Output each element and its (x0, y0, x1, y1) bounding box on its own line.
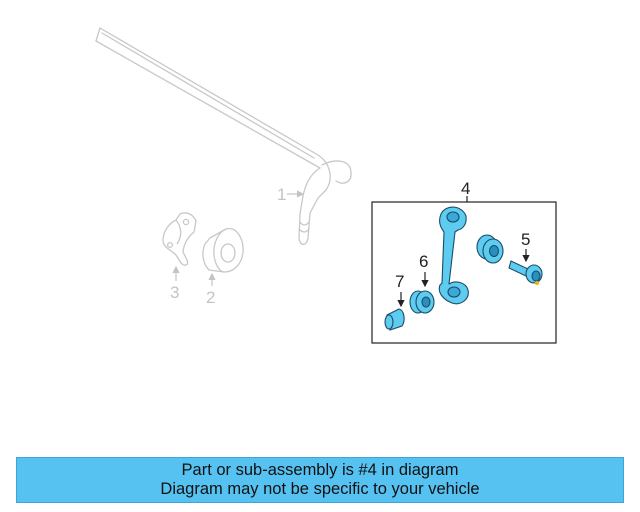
callout-group-7: 7 (395, 272, 405, 308)
callout-7-label: 7 (395, 272, 404, 291)
callout-4-label: 4 (461, 179, 470, 198)
banner-line-2: Diagram may not be specific to your vehi… (160, 480, 480, 498)
callout-1-label: 1 (277, 185, 286, 204)
stabilizer-link (438, 206, 469, 305)
stabilizer-bar (95, 27, 352, 246)
link-bushing-lower (409, 290, 435, 314)
assembly-box: 4 (371, 179, 557, 344)
callout-6-label: 6 (419, 252, 428, 271)
callout-2-label: 2 (206, 288, 215, 307)
link-bushing-upper (476, 234, 504, 264)
bracket (162, 212, 197, 266)
callout-5-label: 5 (521, 230, 530, 249)
callout-3-label: 3 (170, 283, 179, 302)
callout-group-6: 6 (419, 252, 429, 288)
link-sleeve (384, 308, 405, 331)
info-banner: Part or sub-assembly is #4 in diagram Di… (16, 457, 624, 503)
callout-group-5: 5 (521, 230, 530, 263)
link-bolt (508, 260, 543, 285)
bar-bushing (202, 227, 244, 273)
banner-line-1: Part or sub-assembly is #4 in diagram (181, 461, 459, 479)
callout-group-grey: 1 2 3 (170, 185, 305, 307)
